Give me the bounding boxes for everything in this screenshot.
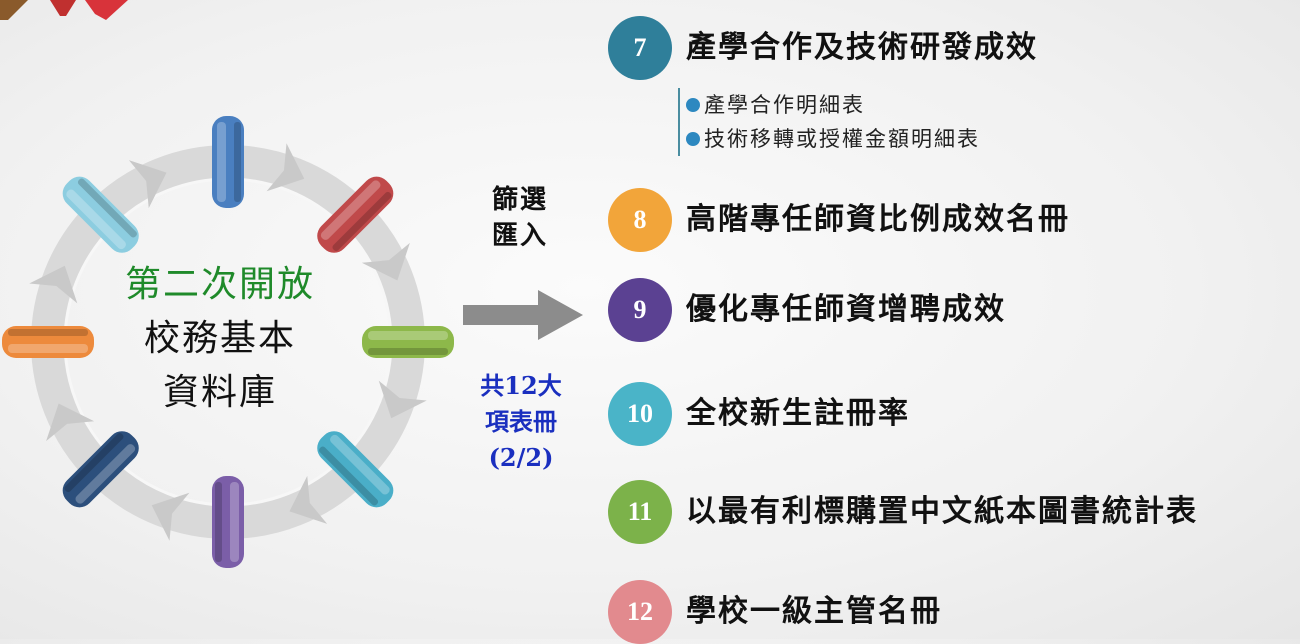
item-title: 產學合作及技術研發成效 xyxy=(686,30,1038,65)
bullet-icon xyxy=(686,98,700,112)
item-title: 優化專任師資增聘成效 xyxy=(686,292,1006,327)
center-line-3: 資料庫 xyxy=(162,372,277,413)
ring-arrow-head xyxy=(29,265,78,304)
item-number-badge: 8 xyxy=(608,188,672,252)
bullet-icon xyxy=(686,132,700,146)
sub-item-label: 產學合作明細表 xyxy=(704,93,865,117)
ring-arrow-head xyxy=(289,475,328,524)
ring-bands xyxy=(2,116,454,568)
item-7-sublist: 產學合作明細表 技術移轉或授權金額明細表 xyxy=(678,88,980,156)
ring-band xyxy=(2,326,94,358)
item-number-badge: 12 xyxy=(608,580,672,644)
filter-label: 篩選 xyxy=(491,185,548,215)
item-number-badge: 7 xyxy=(608,16,672,80)
ring-band xyxy=(62,431,139,508)
item-title: 全校新生註冊率 xyxy=(686,396,910,431)
ring-arrow-head xyxy=(361,242,410,281)
corner-decoration xyxy=(0,0,128,20)
item-title: 學校一級主管名冊 xyxy=(686,594,942,629)
center-line-1: 第二次開放 xyxy=(124,264,315,305)
right-arrow-icon xyxy=(463,290,583,340)
center-label: 第二次開放 校務基本 資料庫 xyxy=(95,258,345,420)
ring-arrow-head xyxy=(151,492,190,541)
ring-arrow-head xyxy=(128,160,167,209)
ring-arrow-head xyxy=(46,403,95,442)
cycle-diagram xyxy=(2,116,454,568)
sub-item-label: 技術移轉或授權金額明細表 xyxy=(704,127,980,151)
item-number-badge: 10 xyxy=(608,382,672,446)
ring-band xyxy=(317,176,394,253)
item-number-badge: 9 xyxy=(608,278,672,342)
ring-band xyxy=(212,476,244,568)
count-line-2: 項表冊 xyxy=(485,407,557,436)
count-label: 共12大 項表冊 (2/2) xyxy=(456,368,586,476)
count-line-1: 共12大 xyxy=(480,371,562,400)
ring-arrow-head xyxy=(266,143,305,192)
sub-item: 產學合作明細表 xyxy=(686,88,980,122)
ring-band xyxy=(62,176,139,253)
ring-arrow-head xyxy=(378,380,427,419)
sub-item: 技術移轉或授權金額明細表 xyxy=(686,122,980,156)
item-title: 以最有利標購置中文紙本圖書統計表 xyxy=(686,494,1198,529)
import-label: 匯入 xyxy=(491,221,548,251)
ring-band xyxy=(317,431,394,508)
center-line-2: 校務基本 xyxy=(143,318,296,359)
item-title: 高階專任師資比例成效名冊 xyxy=(686,202,1070,237)
ring-band xyxy=(362,326,454,358)
item-number-badge: 11 xyxy=(608,480,672,544)
count-line-3: (2/2) xyxy=(488,443,554,472)
filter-import-label: 篩選 匯入 xyxy=(470,182,570,254)
ring-band xyxy=(212,116,244,208)
